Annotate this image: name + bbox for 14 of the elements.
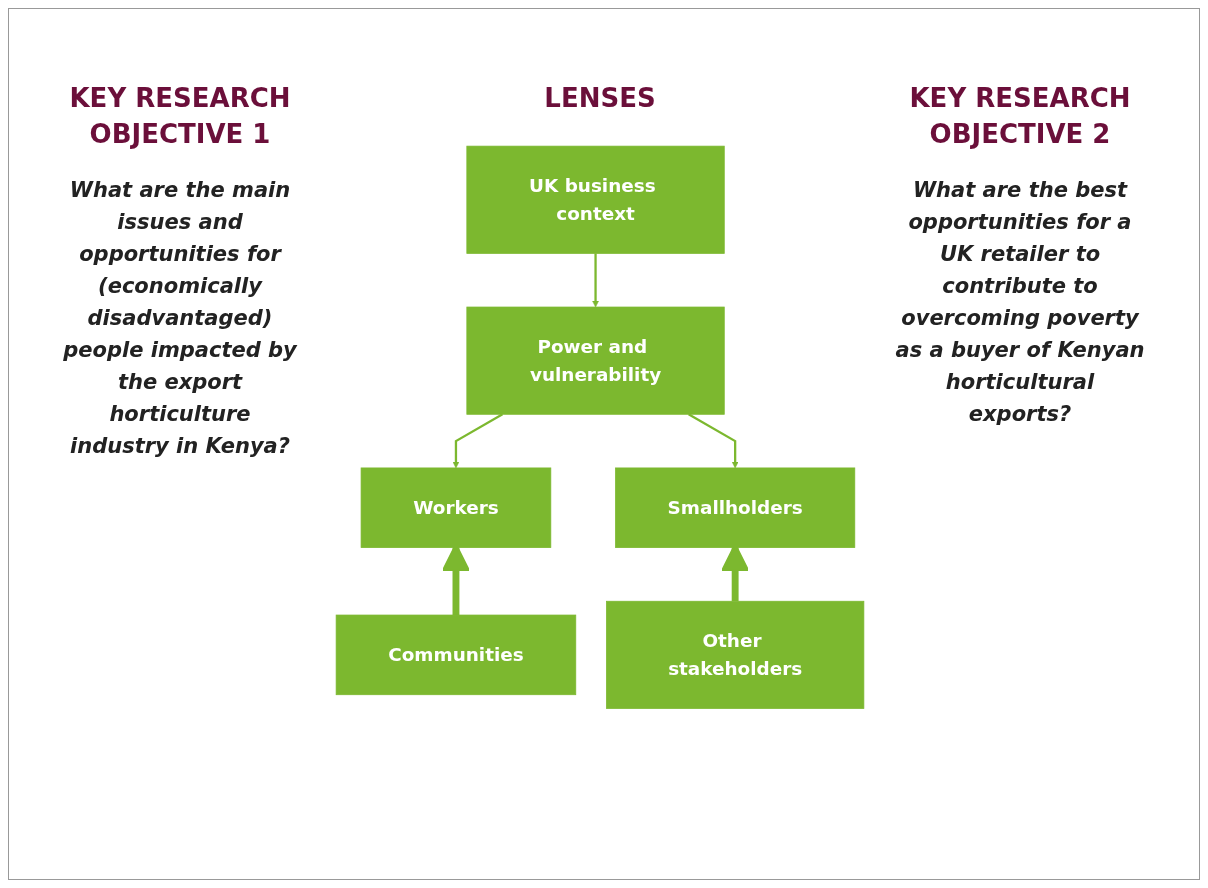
column-heading: LENSES	[543, 82, 657, 115]
node-box: Workers	[360, 467, 552, 548]
node-box: UK business context	[466, 145, 725, 254]
arrow	[452, 413, 504, 469]
arrow	[688, 413, 739, 469]
arrow	[592, 253, 599, 308]
research-question: What are the main issues and opportunities for (economically disadvantaged) people impacted by the export horticulture industry in Kenya?	[62, 177, 298, 460]
node-box: Communities	[335, 614, 577, 696]
column-heading: KEY RESEARCH OBJECTIVE 1	[68, 82, 292, 151]
research-question: What are the best opportunities for a UK retailer to contribute to overcoming poverty as a buyer of Kenyan horticultural exports?	[895, 177, 1145, 428]
node-box: Other stakeholders	[606, 600, 865, 709]
node-box: Smallholders	[615, 467, 856, 548]
node-box: Power and vulnerability	[466, 306, 725, 415]
column-heading: KEY RESEARCH OBJECTIVE 2	[908, 82, 1132, 151]
